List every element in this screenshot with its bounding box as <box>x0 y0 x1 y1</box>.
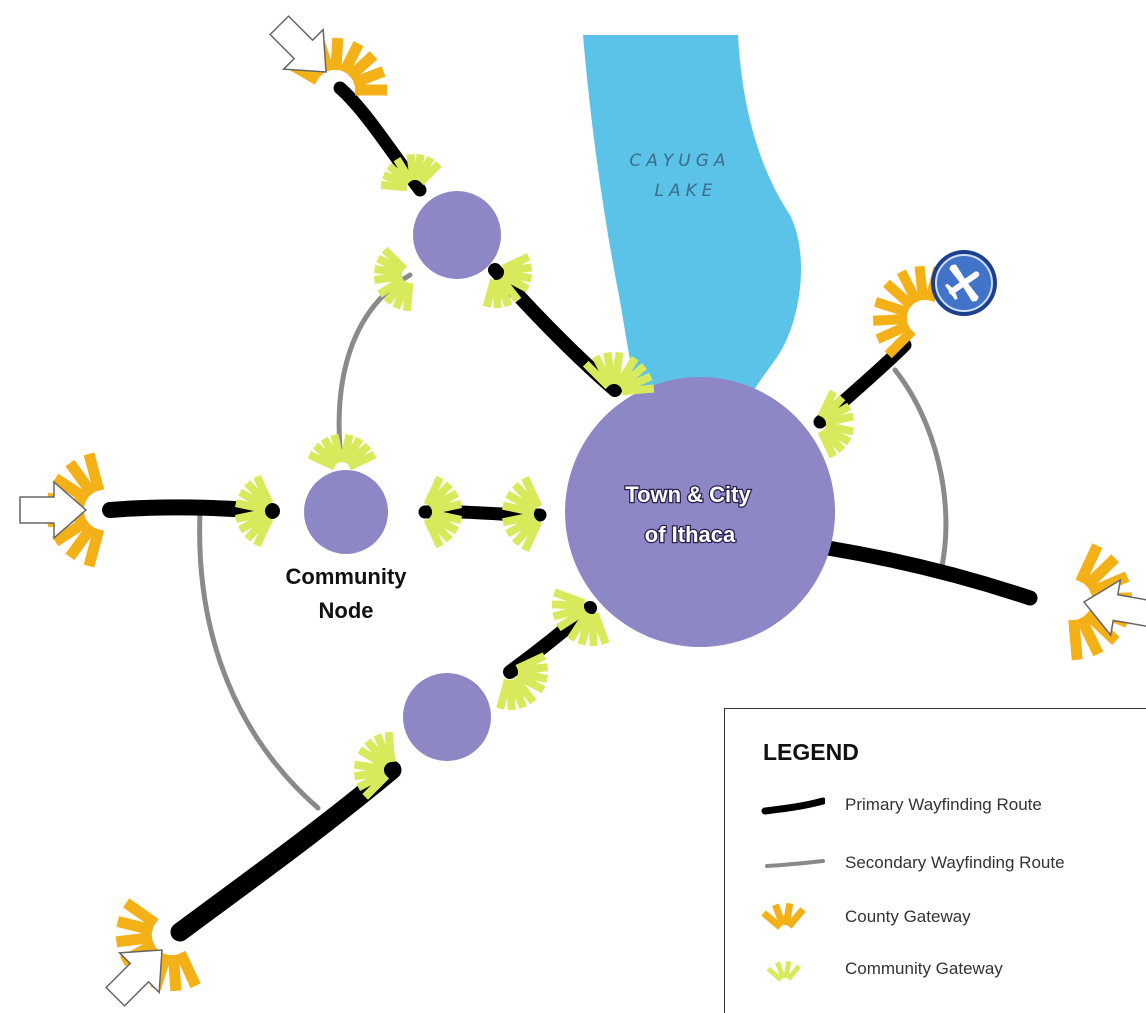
community-gateway-south-upper <box>496 652 549 711</box>
community-gateway-south-lower <box>353 731 396 800</box>
cayuga-lake <box>583 35 802 405</box>
community-node-south <box>403 673 491 761</box>
community-node-west <box>304 470 388 554</box>
community-node-north <box>413 191 501 279</box>
community-gateway-node-east <box>423 475 463 549</box>
primary-route-swatch <box>761 797 825 815</box>
legend-label-secondary: Secondary Wayfinding Route <box>845 853 1065 872</box>
county-gateway-airport <box>872 265 944 359</box>
primary-route-east-gateway <box>820 540 1038 606</box>
community-gateway-node-north <box>307 433 377 471</box>
community-gateway-north-right <box>482 253 533 309</box>
entry-arrow-east-icon <box>1082 578 1146 637</box>
entry-arrow-north-icon <box>269 15 327 73</box>
community-node-label-line2: Node <box>319 598 374 623</box>
airplane-icon <box>931 250 997 316</box>
town-city-hub <box>565 377 835 647</box>
county-gateway-swatch <box>761 903 806 930</box>
community-gateway-hub-north <box>582 351 655 396</box>
secondary-route-east <box>892 367 949 569</box>
secondary-route-west <box>197 509 321 811</box>
legend-title: LEGEND <box>763 739 859 765</box>
primary-route-southwest-gateway <box>170 760 402 942</box>
legend-label-county: County Gateway <box>845 907 971 926</box>
secondary-route-swatch <box>765 859 825 868</box>
legend: LEGEND Primary Wayfinding Route Secondar… <box>724 708 1146 1013</box>
hub-label-line1: Town & City <box>625 482 751 507</box>
community-gateway-north-top <box>380 153 442 192</box>
community-gateway-north-left <box>373 246 414 312</box>
lake-label-line2: LAKE <box>655 181 718 201</box>
entry-arrows <box>19 15 1146 1007</box>
hub-label-line2: of Ithaca <box>645 522 736 547</box>
legend-label-community: Community Gateway <box>845 959 1003 978</box>
community-node-label-line1: Community <box>286 564 408 589</box>
entry-arrow-southwest-icon <box>105 949 163 1007</box>
community-gateway-hub-south <box>551 588 610 647</box>
entry-arrow-west-icon <box>19 480 88 540</box>
community-gateway-node-west <box>234 474 274 548</box>
gateways <box>46 37 1133 992</box>
community-gateway-swatch <box>766 960 802 982</box>
legend-label-primary: Primary Wayfinding Route <box>845 795 1042 814</box>
community-gateway-hub-west <box>502 476 543 552</box>
lake-label-line1: CAYUGA <box>629 151 730 171</box>
community-gateway-hub-east <box>817 389 855 459</box>
